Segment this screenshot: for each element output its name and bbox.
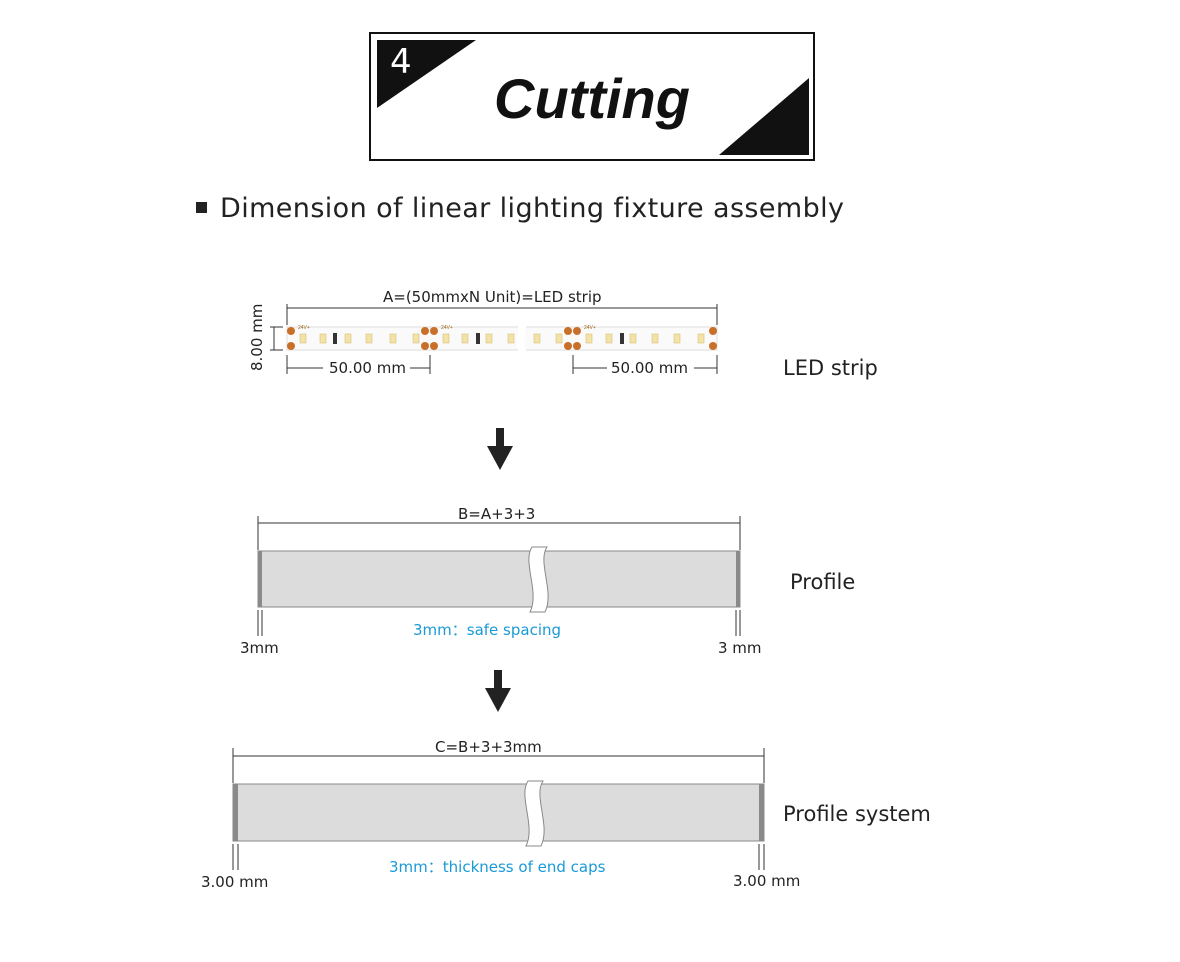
led-strip-total-label: A=(50mmxN Unit)=LED strip bbox=[383, 288, 602, 306]
profile-system-right-end-label: 3.00 mm bbox=[733, 872, 801, 890]
led-strip-dimension-lines bbox=[270, 304, 718, 374]
pad-text: 24V+ bbox=[584, 325, 596, 331]
resistors bbox=[333, 333, 624, 344]
title-corner-top-left bbox=[377, 40, 476, 108]
section-heading: Dimension of linear lighting fixture ass… bbox=[196, 193, 844, 224]
profile-body bbox=[257, 546, 741, 613]
profile-system-left-end-label: 3.00 mm bbox=[201, 873, 269, 891]
led-strip-segment-right-label: 50.00 mm bbox=[611, 359, 688, 377]
profile-dimension-lines bbox=[257, 516, 741, 636]
profile-right-end-label: 3 mm bbox=[718, 639, 762, 657]
profile-spacing-left bbox=[258, 551, 262, 607]
led-strip-width-label: 8.00 mm bbox=[248, 303, 266, 371]
profile-system-dimension-lines bbox=[232, 748, 765, 870]
profile-system-break bbox=[524, 780, 545, 847]
led-strip-segment-left-label: 50.00 mm bbox=[329, 359, 406, 377]
profile-left-end-label: 3mm bbox=[240, 639, 279, 657]
led-strip-body bbox=[286, 322, 718, 355]
profile-system-side-label: Profile system bbox=[783, 802, 931, 826]
profile-note: 3mm：safe spacing bbox=[413, 621, 562, 639]
pad-text: 24V+ bbox=[441, 325, 453, 331]
led-chips bbox=[299, 333, 705, 344]
section-heading-text: Dimension of linear lighting fixture ass… bbox=[220, 193, 845, 224]
led-strip-side-label: LED strip bbox=[783, 356, 878, 380]
profile-side-label: Profile bbox=[790, 570, 856, 594]
profile-spacing-right bbox=[736, 551, 740, 607]
pad-text: 24V+ bbox=[298, 325, 310, 331]
copper-pads bbox=[287, 327, 717, 350]
page-title: Cutting bbox=[494, 67, 690, 130]
profile-total-label: B=A+3+3 bbox=[458, 505, 536, 523]
end-cap-right bbox=[759, 784, 764, 841]
square-bullet-icon bbox=[196, 202, 207, 213]
profile-break bbox=[528, 546, 549, 613]
title-corner-bottom-right bbox=[719, 78, 809, 155]
end-cap-left bbox=[233, 784, 238, 841]
led-strip-break bbox=[516, 322, 528, 355]
arrow-down-icon bbox=[487, 428, 513, 470]
step-number: 4 bbox=[390, 42, 412, 82]
profile-system-note: 3mm：thickness of end caps bbox=[389, 858, 606, 876]
arrow-down-icon bbox=[485, 670, 511, 712]
profile-system-body bbox=[232, 780, 765, 847]
profile-system-total-label: C=B+3+3mm bbox=[435, 738, 542, 756]
